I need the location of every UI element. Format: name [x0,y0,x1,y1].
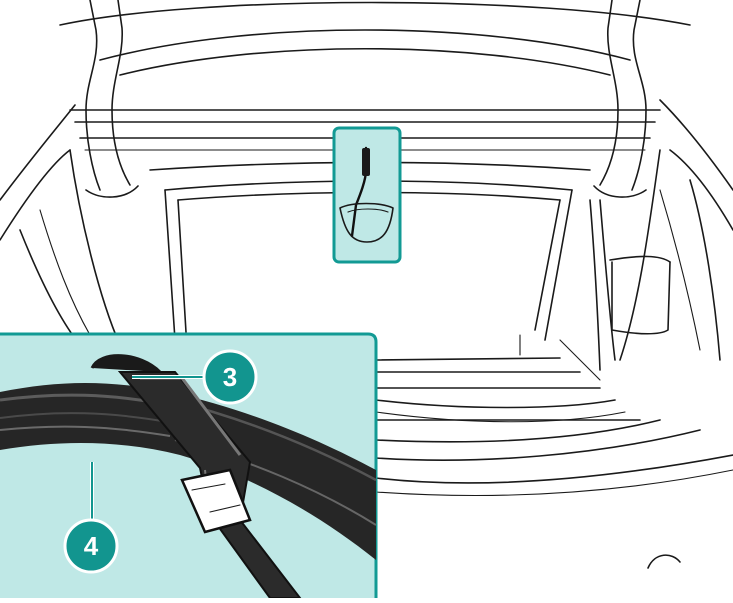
callout-badge-4: 4 [65,520,117,572]
callout-label-4: 4 [84,531,99,561]
handle-highlight-box [334,128,400,262]
callout-label-3: 3 [223,362,237,392]
detail-inset [0,334,376,598]
callout-badge-3: 3 [204,351,256,403]
